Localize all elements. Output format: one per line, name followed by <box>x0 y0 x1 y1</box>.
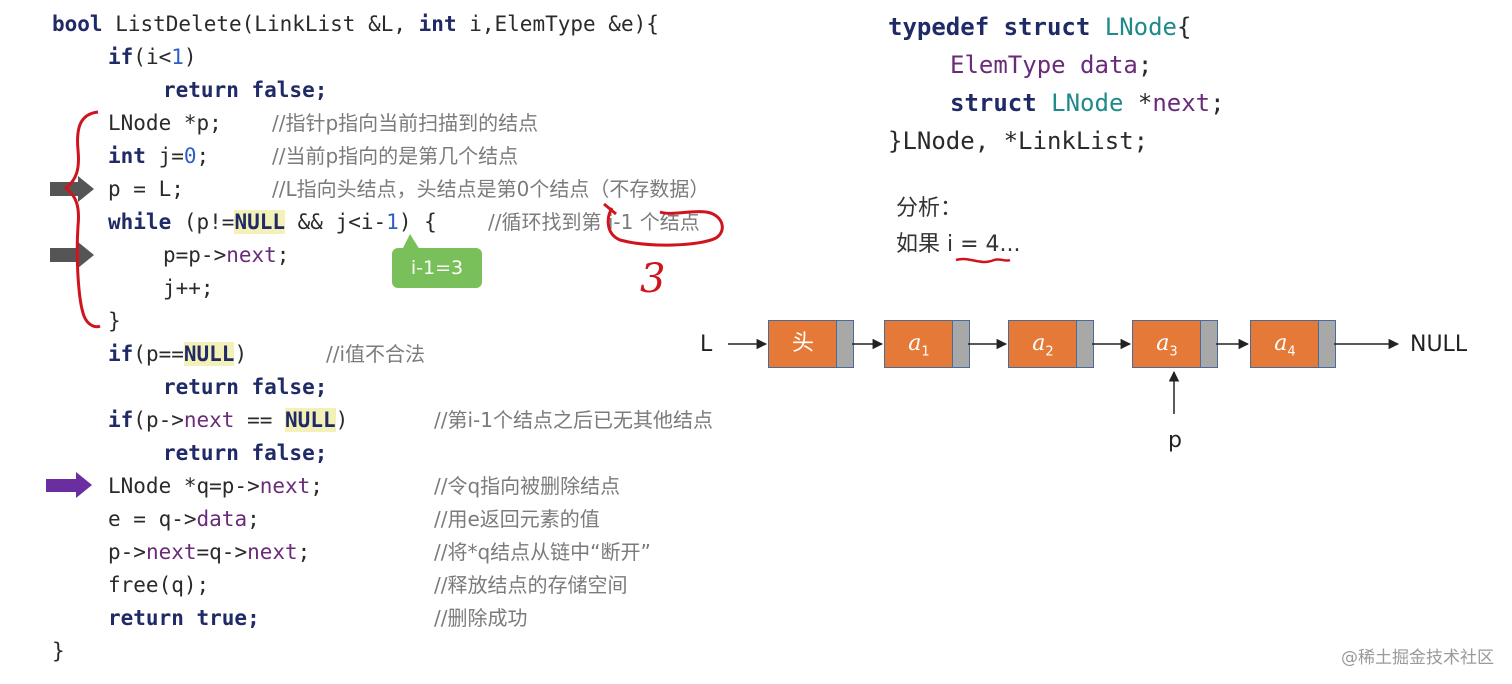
code-line-close-while: } <box>108 309 121 333</box>
analysis-title: 分析： <box>896 196 963 221</box>
comment-lnode-q: //令q指向被删除结点 <box>434 474 621 498</box>
code-line-unlink: p->next=q->next; <box>108 540 311 564</box>
code-line-p-next: p=p->next; <box>163 243 290 267</box>
analysis-condition: 如果 i = 4... <box>896 232 1021 257</box>
node-data-a3: a3 <box>1132 320 1202 368</box>
struct-line-next: struct LNode *next; <box>950 89 1225 117</box>
annotation-bubble: i-1=3 <box>392 248 482 288</box>
struct-line-data: ElemType data; <box>950 51 1153 79</box>
code-line-lnode-p: LNode *p; <box>108 111 222 135</box>
node-data-a4: a4 <box>1250 320 1320 368</box>
comment-if-p-null: //i值不合法 <box>326 342 426 366</box>
null-tail-label: NULL <box>1410 332 1468 357</box>
comment-return-true: //删除成功 <box>434 606 528 630</box>
code-line-if-next-null: if(p->next == NULL) <box>108 408 349 432</box>
head-pointer-label: L <box>700 332 713 357</box>
bubble-tail <box>402 234 420 250</box>
comment-e-eq-data: //用e返回元素的值 <box>434 507 600 531</box>
code-line-e-eq-data: e = q->data; <box>108 507 260 531</box>
watermark: @稀土掘金技术社区 <box>1341 648 1494 668</box>
code-line-p-eq-l: p = L; <box>108 177 184 201</box>
comment-while: //循环找到第 i-1 个结点 <box>488 210 700 234</box>
code-line-close-func: } <box>52 639 65 663</box>
code-line-return-false-1: return false; <box>163 78 328 102</box>
node-data-head: 头 <box>768 320 838 368</box>
red-brace <box>63 110 101 329</box>
gray-arrow-icon <box>50 242 94 268</box>
comment-free: //释放结点的存储空间 <box>434 573 628 597</box>
struct-line-typedef: typedef struct LNode{ <box>888 13 1192 41</box>
struct-line-close: }LNode, *LinkList; <box>888 127 1149 155</box>
code-line-signature: bool ListDelete(LinkList &L, int i,ElemT… <box>52 12 659 36</box>
handwritten-number: 3 <box>640 256 665 302</box>
comment-if-next-null: //第i-1个结点之后已无其他结点 <box>434 408 713 432</box>
comment-int-j: //当前p指向的是第几个结点 <box>272 144 519 168</box>
code-line-return-true: return true; <box>108 606 260 630</box>
comment-p-eq-l: //L指向头结点，头结点是第0个结点（不存数据） <box>272 177 710 201</box>
code-line-j-inc: j++; <box>163 276 214 300</box>
red-underline <box>955 257 1011 264</box>
code-line-return-false-2: return false; <box>163 375 328 399</box>
code-line-lnode-q: LNode *q=p->next; <box>108 474 323 498</box>
comment-lnode-p: //指针p指向当前扫描到的结点 <box>272 111 539 135</box>
purple-arrow-icon <box>46 472 92 498</box>
analysis-condition-value: i = 4... <box>947 232 1021 257</box>
code-line-free: free(q); <box>108 573 210 597</box>
code-line-return-false-3: return false; <box>163 441 328 465</box>
code-line-if-i-lt-1: if(i<1) <box>108 45 197 69</box>
code-line-if-p-null: if(p==NULL) <box>108 342 248 366</box>
red-circle-annotation <box>606 207 724 247</box>
code-line-while: while (p!=NULL && j<i-1) { <box>108 210 437 234</box>
p-pointer-label: p <box>1168 428 1182 453</box>
node-data-a1: a1 <box>884 320 954 368</box>
comment-unlink: //将*q结点从链中“断开” <box>434 540 651 564</box>
code-line-int-j: int j=0; <box>108 144 210 168</box>
